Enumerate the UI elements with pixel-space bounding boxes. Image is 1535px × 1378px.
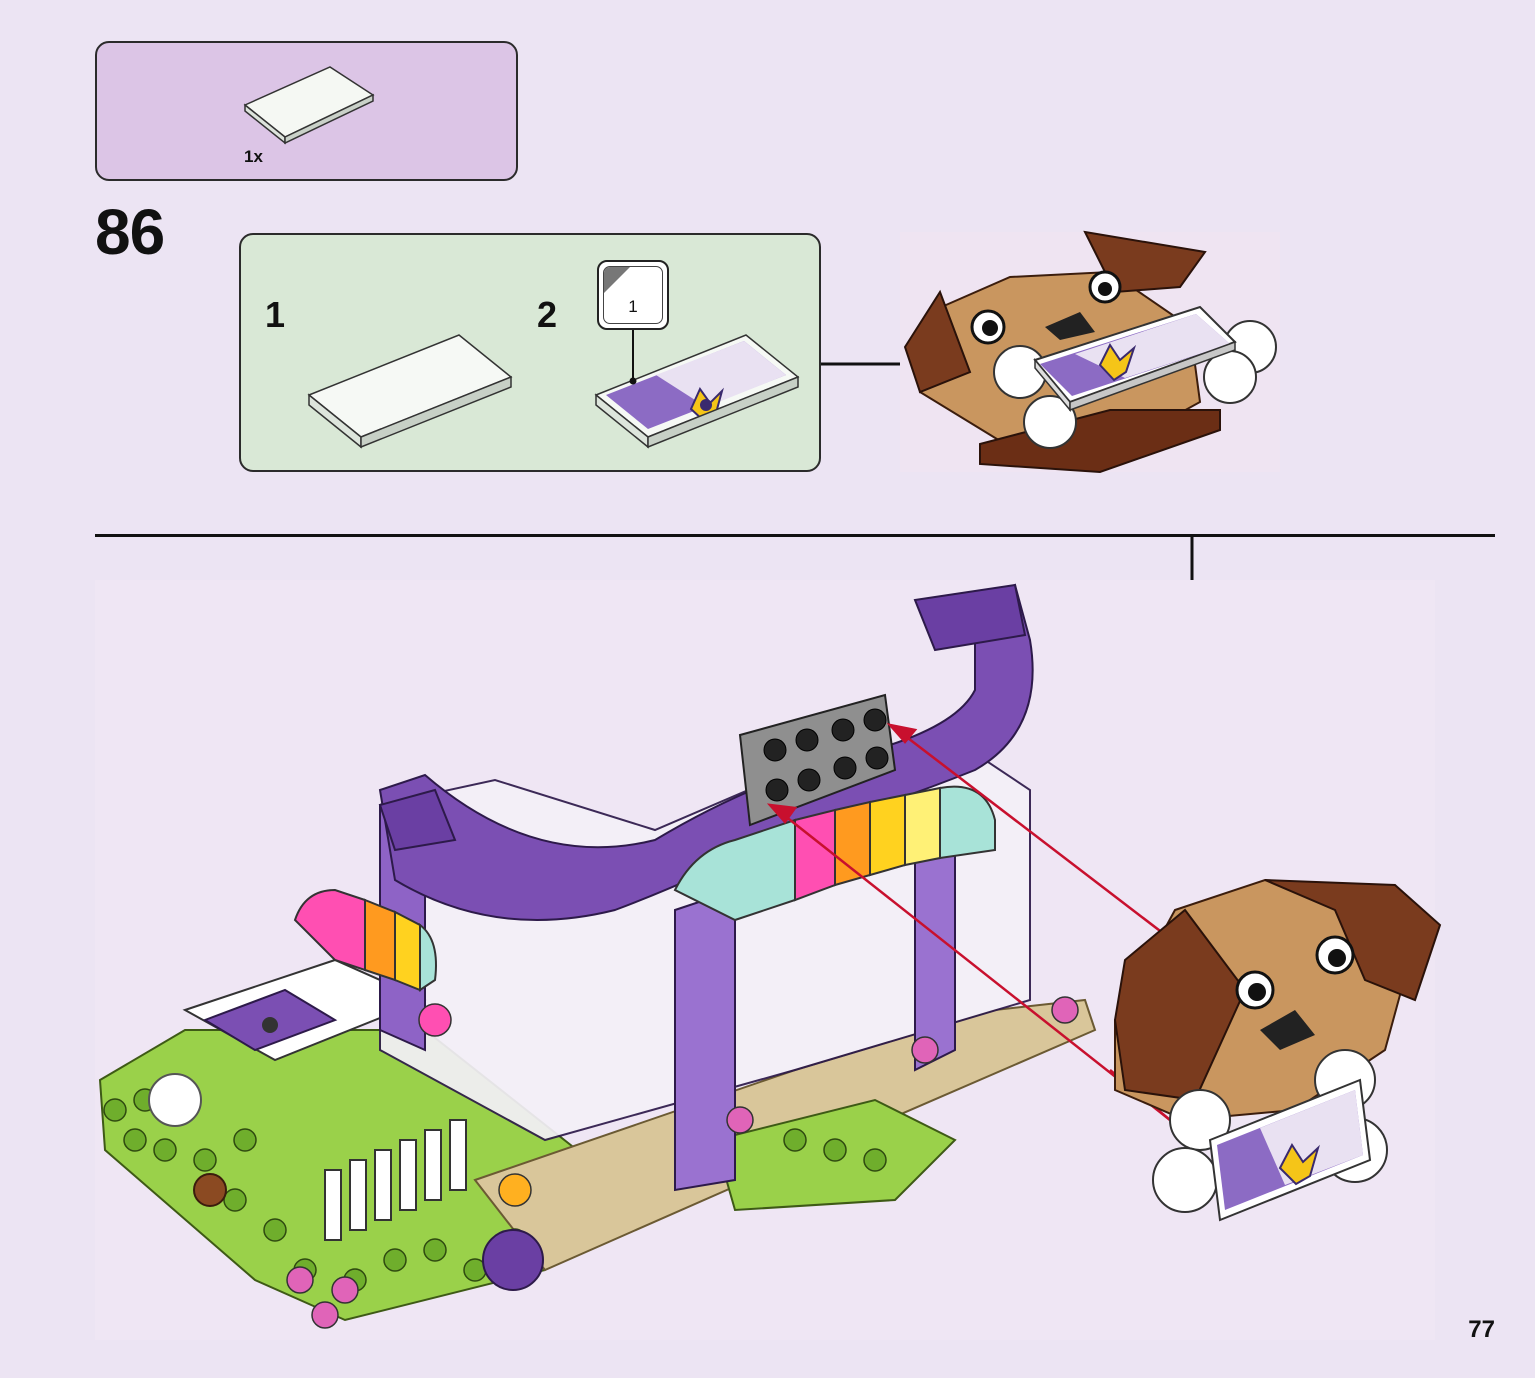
part-quantity: 1x bbox=[244, 147, 263, 166]
sticker-leader-line bbox=[629, 330, 637, 385]
step-divider bbox=[95, 534, 1495, 537]
sticker-tile-icon bbox=[594, 334, 800, 449]
dog-head-sign-model bbox=[900, 230, 1280, 474]
sticker-number: 1 bbox=[628, 297, 638, 316]
sticker-reference-card: 1 bbox=[597, 260, 669, 330]
substep-box: 1 2 bbox=[239, 233, 821, 472]
white-tile-part-icon bbox=[243, 66, 375, 145]
white-tile-icon bbox=[307, 334, 513, 449]
substep-number-1: 1 bbox=[265, 294, 286, 335]
sticker-icon: 1 bbox=[603, 266, 663, 324]
step-number-86: 86 bbox=[95, 196, 165, 268]
page-number: 77 bbox=[1468, 1316, 1495, 1343]
substep-number-2: 2 bbox=[537, 294, 558, 335]
parts-list-box: 1x bbox=[95, 41, 518, 181]
peel-corner-icon bbox=[604, 267, 630, 293]
pet-salon-model bbox=[95, 580, 1442, 1340]
